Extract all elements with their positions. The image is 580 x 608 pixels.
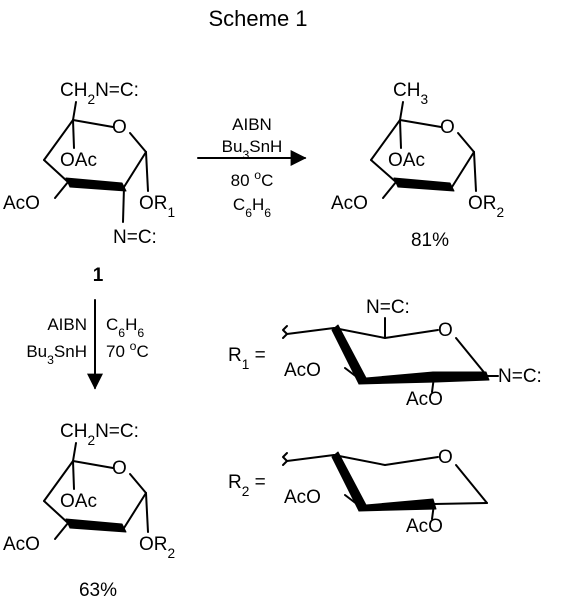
top-product-yield: 81% (411, 230, 449, 251)
top-reaction: AIBN Bu3SnH 80 oC C6H6 (197, 115, 307, 220)
oac-label: OAc (60, 491, 97, 512)
down-reagent-bu3snh: Bu3SnH (26, 342, 87, 367)
ring-oxygen: O (438, 447, 453, 468)
r1-aco-bottom: AcO (406, 389, 443, 410)
down-solvent: C6H6 (106, 315, 144, 340)
r2-aco-left: AcO (284, 487, 321, 508)
or2-label: OR2 (139, 534, 175, 561)
down-reaction: AIBN Bu3SnH C6H6 70 oC (26, 299, 149, 390)
ring-oxygen: O (440, 117, 455, 138)
or2-label: OR2 (468, 193, 504, 220)
aco-label: AcO (331, 193, 368, 214)
top-temperature: 80 oC (231, 168, 274, 190)
product-top: CH3 O OAc AcO OR2 81% (331, 80, 504, 251)
r1-equals: R1 = (228, 345, 266, 372)
r1-aco-left: AcO (284, 360, 321, 381)
r1-nc-right-label: N=C: (498, 366, 542, 387)
top-solvent: C6H6 (233, 195, 271, 220)
r1-definition: R1 = O N=C: AcO AcO N=C: (228, 297, 542, 410)
r2-definition: R2 = O AcO AcO (228, 447, 488, 537)
r2-equals: R2 = (228, 472, 266, 499)
molecule-1: CH2N=C: O OAc AcO OR1 N=C: 1 (3, 80, 175, 286)
ch3-label: CH3 (393, 80, 428, 107)
bottom-product-yield: 63% (79, 580, 117, 601)
compound-1-label: 1 (93, 265, 104, 286)
ring-oxygen: O (438, 320, 453, 341)
ring-oxygen: O (112, 458, 127, 479)
nc-label: N=C: (113, 227, 157, 248)
aco-label: AcO (3, 193, 40, 214)
oac-label: OAc (60, 150, 97, 171)
down-reagent-aibn: AIBN (47, 315, 87, 334)
down-temperature: 70 oC (106, 339, 149, 361)
top-reagent-bu3snh: Bu3SnH (222, 137, 283, 162)
r1-nc-top-label: N=C: (366, 297, 410, 318)
ch2nc-label: CH2N=C: (60, 421, 139, 448)
ch2nc-label: CH2N=C: (60, 80, 139, 107)
oac-label: OAc (388, 150, 425, 171)
r2-aco-bottom: AcO (406, 516, 443, 537)
product-bottom: CH2N=C: O OAc AcO OR2 63% (3, 421, 175, 601)
top-reagent-aibn: AIBN (232, 115, 272, 134)
aco-label: AcO (3, 534, 40, 555)
scheme-title: Scheme 1 (208, 6, 307, 31)
or1-label: OR1 (139, 193, 175, 220)
ring-oxygen: O (112, 117, 127, 138)
